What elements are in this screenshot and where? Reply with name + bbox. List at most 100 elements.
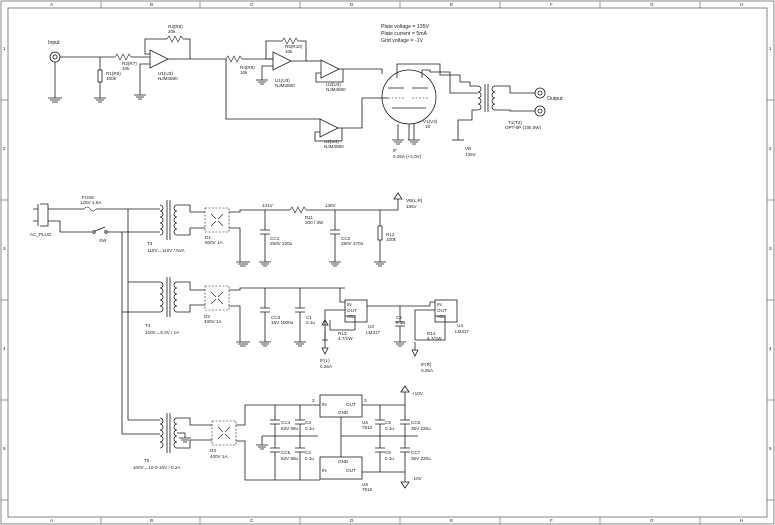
- col-label-a-top: A: [50, 2, 54, 7]
- col-label-f-bottom: F: [550, 518, 553, 523]
- vb-label: VB: [465, 146, 471, 151]
- col-label-h-top: H: [740, 2, 743, 7]
- if-r-value: 0.26A: [421, 368, 434, 373]
- u5-pin1: 2: [312, 398, 315, 403]
- row-label-1-right: 1: [769, 46, 772, 51]
- r3-value: 20k: [168, 29, 176, 34]
- r5-value: 10k: [285, 49, 293, 54]
- rail-plus-10v: +10V: [412, 391, 424, 396]
- vb-lr-value: 135V: [406, 204, 418, 209]
- u5-pin3: 3: [364, 398, 367, 403]
- cc2-spec: 250V 470u: [341, 241, 364, 246]
- u6-out: OUT: [346, 468, 356, 473]
- row-label-2-left: 2: [3, 146, 6, 151]
- row-label-3-left: 3: [3, 246, 6, 251]
- u6-gnd: GND: [338, 459, 349, 464]
- r5-ref: R5(R10): [285, 44, 303, 49]
- note-plate-current: Plate current = 5mA: [381, 31, 428, 37]
- u3-out: OUT: [347, 308, 357, 313]
- col-label-f-top: F: [550, 2, 553, 7]
- cc2-ref: CC2: [341, 236, 351, 241]
- r14-spec: 4.7/1W: [427, 336, 442, 341]
- power-switch: [94, 226, 106, 232]
- cc4-ref: CC4: [281, 420, 291, 425]
- r1-ref: R1(R6): [106, 71, 121, 76]
- r4-ref: R4(R9): [240, 65, 255, 70]
- bridge-d1: [204, 207, 230, 233]
- r1-value: 100k: [106, 76, 117, 81]
- col-label-d-top: D: [350, 2, 354, 7]
- node-135v: 135V: [325, 203, 337, 208]
- output-jack-2: [534, 105, 546, 117]
- t4-spec: 100V↔6.3V / 1A: [145, 330, 180, 335]
- switch-label: SW: [99, 238, 107, 243]
- v1-ref: V1(V2): [423, 119, 438, 124]
- d2-ref: D2: [204, 314, 210, 319]
- r3-ref: R3(R8): [168, 24, 183, 29]
- c3-spec: 0.1u: [305, 426, 314, 431]
- u4-ref: U4: [457, 323, 463, 328]
- if-l-value: 0.26A: [320, 364, 333, 369]
- d2-spec: 400V 1A: [204, 319, 223, 324]
- row-label-5-right: 5: [769, 446, 772, 451]
- resistor-r5: [281, 37, 299, 45]
- row-label-3-right: 3: [769, 246, 772, 251]
- col-label-g-top: G: [650, 2, 654, 7]
- vb-value: 135V: [465, 152, 477, 157]
- transformer-t5: [159, 413, 178, 453]
- t3-spec: 110V↔110V / 5VA: [147, 248, 185, 253]
- output-label: Output: [547, 96, 563, 102]
- transformer-t3: [159, 200, 178, 240]
- c1-ref: C1: [306, 315, 312, 320]
- frame-labels: A B C D E F G H A B C D E F G H 1 2 3 4 …: [3, 2, 772, 523]
- output-transformer-t1: [477, 84, 496, 112]
- filament-spec: 0.26A (+2.0V): [393, 154, 422, 159]
- c5-spec: 0.1u: [385, 426, 394, 431]
- resistor-r1: [97, 69, 103, 83]
- col-label-b-bottom: B: [150, 518, 153, 523]
- col-label-c-top: C: [250, 2, 254, 7]
- cc3-spec: 16V 1000u: [271, 320, 294, 325]
- bridge-d2: [204, 285, 230, 311]
- c3-ref: C3: [305, 420, 311, 425]
- u3-part: LM317: [366, 330, 380, 335]
- u4-part: LM317: [455, 329, 469, 334]
- t1-part: OPT-5P (10k 5W): [505, 125, 542, 130]
- cc4-spec: 63V 68u: [281, 426, 299, 431]
- cc1-ref: CC1: [270, 236, 280, 241]
- frame-inner: [7, 7, 768, 518]
- u4-adj: ADJ: [437, 314, 446, 319]
- col-label-a-bottom: A: [50, 518, 54, 523]
- resistor-r11: [289, 206, 307, 214]
- col-label-g-bottom: G: [650, 518, 654, 523]
- c6-spec: 0.1u: [385, 456, 394, 461]
- r12-spec: 100k: [386, 237, 397, 242]
- c2-ref: C2: [396, 315, 402, 320]
- c6-ref: C6: [385, 450, 391, 455]
- u6-in: IN: [322, 468, 327, 473]
- ac-plug: [33, 203, 49, 227]
- u5-part: 7810: [362, 425, 373, 430]
- u1-2-part: NJM4580: [275, 83, 295, 88]
- r2-ref: R2(R7): [122, 61, 137, 66]
- cc7-spec: 35V 220u: [411, 456, 431, 461]
- regulator-u3: [344, 299, 368, 323]
- note-grid-voltage: Grid voltage = -1V: [381, 38, 423, 44]
- fuse-label: FUSE: [82, 195, 94, 200]
- cc3-ref: CC3: [271, 315, 281, 320]
- bridge-d3: [211, 420, 237, 446]
- c5-ref: C5: [385, 420, 391, 425]
- fuse-rating: 125V 1.6A: [80, 200, 102, 205]
- d1-spec: 600V 1A: [205, 240, 224, 245]
- u2-1-part: NJM4580: [326, 87, 346, 92]
- u5-in: IN: [322, 402, 327, 407]
- opamp-u1-2: [272, 51, 292, 71]
- u6-ref: U6: [362, 482, 368, 487]
- regulator-u4: [434, 299, 458, 323]
- d3-ref: D3: [210, 448, 216, 453]
- u4-in: IN: [437, 302, 442, 307]
- output-jack-1: [534, 87, 546, 99]
